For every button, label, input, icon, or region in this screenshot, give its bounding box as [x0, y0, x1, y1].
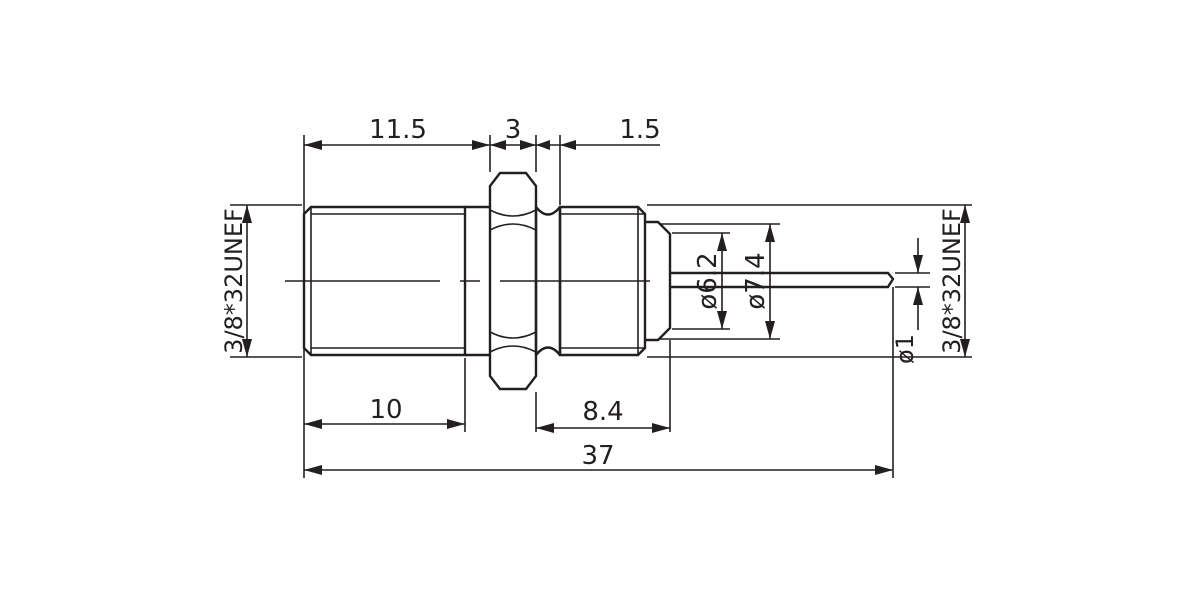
extension-lines	[230, 135, 972, 478]
dim-label-3: 3	[505, 115, 522, 145]
dimension-labels: 11.5 3 1.5 10 8.4 37 ø6.2 ø7.4 ø1 3/8*32…	[220, 115, 966, 471]
groove	[534, 206, 562, 356]
hex-nut	[488, 171, 538, 391]
dim-label-1-5: 1.5	[619, 115, 660, 145]
thread-label-right: 3/8*32UNEF	[938, 208, 966, 354]
dimension-lines	[242, 140, 970, 475]
dim-label-dia-6-2: ø6.2	[693, 252, 723, 309]
dim-label-37: 37	[581, 441, 614, 471]
center-pin	[670, 271, 895, 289]
dim-label-10: 10	[369, 395, 402, 425]
dim-label-11-5: 11.5	[369, 115, 427, 145]
dielectric-cone	[645, 220, 672, 342]
dim-label-8-4: 8.4	[582, 397, 623, 427]
part-outline	[285, 171, 895, 391]
dim-label-dia-7-4: ø7.4	[741, 252, 771, 309]
hex-nut-facet-upper	[489, 209, 537, 231]
hex-nut-facet-lower	[489, 331, 537, 353]
left-neck	[465, 205, 490, 357]
dim-label-dia-1: ø1	[891, 334, 919, 364]
thread-label-left: 3/8*32UNEF	[220, 208, 248, 354]
